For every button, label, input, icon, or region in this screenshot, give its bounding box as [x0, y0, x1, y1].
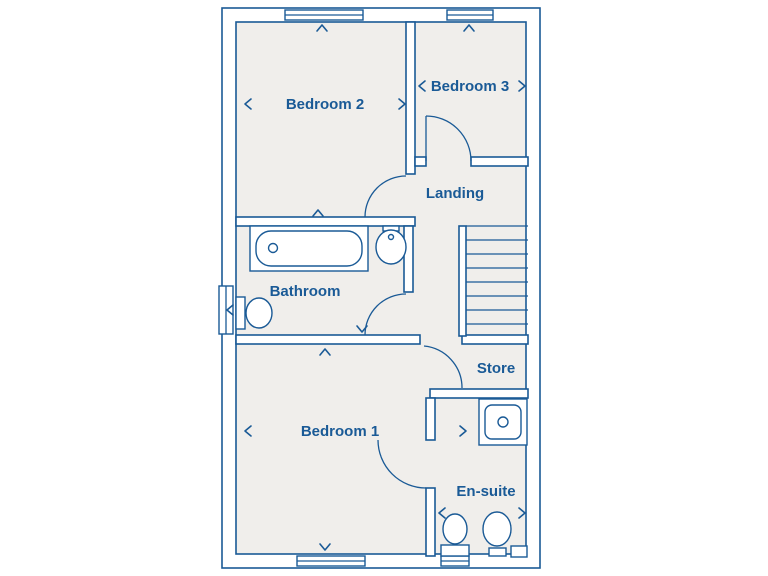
- room-label-bathroom: Bathroom: [270, 283, 341, 300]
- chevron-up-icon: [463, 24, 475, 32]
- chevron-right-icon: [459, 425, 467, 437]
- stairs-treads: [466, 225, 528, 325]
- ensuite-toilet: [440, 513, 470, 557]
- interior-walls: [235, 21, 529, 557]
- wall-ensuite-upper: [425, 397, 436, 441]
- door-arc-store: [423, 345, 463, 389]
- chevron-left-icon: [418, 80, 426, 92]
- bathroom-sink: [375, 225, 407, 265]
- fixtures: [235, 225, 528, 558]
- wall-ensuite-lower: [425, 487, 436, 557]
- chevron-right-icon: [518, 507, 526, 519]
- room-label-bedroom3: Bedroom 3: [431, 78, 509, 95]
- wall-bedroom3-landing: [470, 156, 529, 167]
- floor-area: [235, 21, 527, 555]
- room-labels: Bedroom 2 Bedroom 3 Landing Bathroom Sto…: [270, 78, 516, 500]
- chevron-down-icon: [319, 543, 331, 551]
- stairs: [466, 225, 528, 325]
- chevron-up-icon: [319, 348, 331, 356]
- door-arc-bedroom2: [364, 175, 407, 218]
- room-label-bedroom1: Bedroom 1: [301, 423, 379, 440]
- wall-bathroom-bedroom1: [235, 334, 421, 345]
- chevron-right-icon: [398, 98, 406, 110]
- shower: [478, 398, 528, 446]
- chevron-up-icon: [312, 209, 324, 217]
- chevron-left-icon: [226, 304, 234, 316]
- chevron-left-icon: [244, 98, 252, 110]
- room-label-bedroom2: Bedroom 2: [286, 96, 364, 113]
- wall-store-top: [461, 334, 529, 345]
- room-label-ensuite: En-suite: [456, 483, 515, 500]
- dimension-markers: [226, 24, 526, 551]
- ensuite-unit: [510, 545, 528, 558]
- chevron-right-icon: [518, 80, 526, 92]
- building-shell: [221, 7, 541, 569]
- ensuite-sink: [482, 511, 512, 557]
- chevron-left-icon: [244, 425, 252, 437]
- wall-bedroom2-bathroom: [235, 216, 416, 227]
- wall-bathroom-landing: [403, 225, 414, 293]
- chevron-left-icon: [438, 507, 446, 519]
- door-arc-bedroom3: [425, 115, 472, 162]
- door-arc-ensuite: [377, 439, 427, 489]
- chevron-down-icon: [356, 325, 368, 333]
- room-label-store: Store: [477, 360, 515, 377]
- bathroom-toilet: [235, 296, 273, 330]
- room-label-landing: Landing: [426, 185, 484, 202]
- bathtub: [249, 225, 369, 272]
- wall-bedroom3-stub: [414, 156, 427, 167]
- chevron-up-icon: [316, 24, 328, 32]
- wall-bedroom2-bedroom3: [405, 21, 416, 175]
- wall-store-bottom: [429, 388, 529, 399]
- stairs-stringer: [458, 225, 467, 337]
- windows: [218, 9, 494, 567]
